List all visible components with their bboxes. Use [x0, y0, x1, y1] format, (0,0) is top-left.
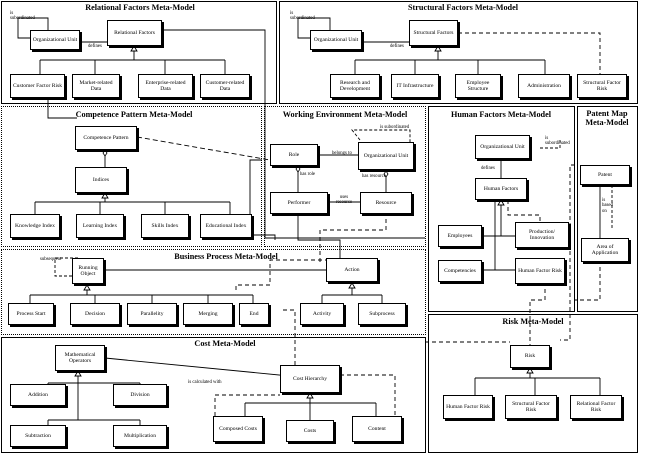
we-subordinated-label: is subordinated — [380, 125, 410, 130]
mathematical-operators-box: Mathematical Operators — [55, 345, 105, 371]
composed-costs-box: Composed Costs — [213, 416, 263, 442]
working-org-unit-box: Organizational Unit — [358, 142, 414, 170]
content-box: Content — [352, 416, 402, 442]
human-panel-title: Human Factors Meta-Model — [450, 110, 552, 119]
area-of-application-box: Area of Application — [581, 238, 629, 262]
risk-structural-factor-box: Structural Factor Risk — [505, 395, 557, 419]
competencies-box: Competencies — [438, 260, 482, 282]
action-box: Action — [326, 258, 378, 282]
competence-pattern-panel — [1, 106, 262, 247]
human-factors-panel — [428, 106, 575, 312]
employees-box: Employees — [438, 225, 482, 247]
structural-factors-box: Structural Factors — [409, 20, 458, 46]
str-subordinated-label: is subordinated — [290, 11, 315, 22]
running-object-box: Running Object — [72, 258, 104, 284]
we-uses-resource-label: uses resource — [335, 195, 353, 206]
risk-panel — [428, 314, 638, 453]
cost-panel-title: Cost Meta-Model — [194, 339, 256, 348]
parallelity-box: Parallelity — [127, 303, 177, 325]
decision-box: Decision — [70, 303, 120, 325]
risk-panel-title: Risk Meta-Model — [502, 317, 564, 326]
enterprise-data-box: Enterprise-related Data — [138, 74, 193, 98]
structural-org-unit-box: Organizational Unit — [310, 30, 362, 50]
learning-index-box: Learning Index — [76, 214, 124, 238]
rel-subordinated-label: is subordinated — [10, 11, 35, 22]
performer-box: Performer — [270, 192, 328, 214]
risk-relational-factor-box: Relational Factor Risk — [570, 395, 622, 419]
patent-box: Patent — [580, 165, 630, 185]
we-has-resource-label: has resource — [362, 174, 386, 179]
division-box: Division — [113, 384, 167, 406]
business-process-panel — [1, 249, 426, 335]
relational-org-unit-box: Organizational Unit — [30, 30, 80, 50]
employee-structure-box: Employee Structure — [455, 74, 501, 98]
hf-defines-label: defines — [481, 166, 495, 171]
str-defines-label: defines — [390, 44, 404, 49]
resource-box: Resource — [360, 192, 412, 214]
human-factor-risk-box: Human Factor Risk — [515, 258, 565, 284]
relational-panel-title: Relational Factors Meta-Model — [85, 3, 195, 12]
relational-factors-panel — [1, 1, 277, 104]
competence-panel-title: Competence Pattern Meta-Model — [75, 110, 193, 119]
customer-factor-risk-box: Customer Factor Risk — [10, 74, 65, 98]
it-infrastructure-box: IT Infrastructure — [391, 74, 439, 98]
cost-panel — [1, 337, 426, 453]
activity-box: Activity — [300, 303, 344, 325]
production-innovation-box: Production/ Innovation — [515, 222, 569, 248]
patent-map-panel — [577, 106, 638, 312]
structural-panel-title: Structural Factors Meta-Model — [407, 3, 519, 12]
skills-index-box: Skills Index — [141, 214, 189, 238]
knowledge-index-box: Knowledge Index — [10, 214, 60, 238]
subprocess-box: Subprocess — [358, 303, 406, 325]
human-factors-box: Human Factors — [475, 178, 527, 200]
working-panel-title: Working Environment Meta-Model — [282, 110, 408, 119]
pm-based-on-label: is based on — [602, 198, 613, 214]
cost-calculated-label: is calculated with — [188, 380, 222, 385]
working-environment-panel — [264, 106, 426, 247]
rel-defines-label: defines — [88, 44, 102, 49]
we-belongs-to-label: belongs to — [332, 151, 352, 156]
role-box: Role — [270, 144, 318, 166]
business-panel-title: Business Process Meta-Model — [174, 252, 278, 261]
structural-factors-panel — [279, 1, 638, 104]
addition-box: Addition — [10, 384, 66, 406]
market-data-box: Market-related Data — [72, 74, 120, 98]
hf-subordinated-label: is subordinated — [545, 136, 570, 147]
subtraction-box: Subtraction — [10, 425, 66, 447]
cost-hierarchy-box: Cost Hierarchy — [280, 365, 340, 393]
patent-panel-title: Patent Map Meta-Model — [585, 109, 629, 127]
risk-box: Risk — [510, 345, 550, 368]
risk-human-factor-box: Human Factor Risk — [443, 395, 493, 419]
multiplication-box: Multiplication — [113, 425, 167, 447]
human-org-unit-box: Organizational Unit — [475, 135, 530, 159]
educational-index-box: Educational Index — [200, 214, 252, 238]
indices-box: Indices — [75, 167, 127, 193]
relational-factors-box: Relational Factors — [107, 20, 162, 46]
costs-box: Costs — [286, 420, 334, 442]
structural-factor-risk-box: Structural Factor Risk — [577, 74, 627, 98]
process-start-box: Process Start — [8, 303, 54, 325]
administration-box: Administration — [518, 74, 570, 98]
bp-subsequent-label: subsequent — [40, 257, 62, 262]
end-box: End — [239, 303, 269, 325]
competence-pattern-box: Competence Pattern — [75, 126, 137, 150]
merging-box: Merging — [183, 303, 233, 325]
research-development-box: Research and Development — [330, 74, 380, 98]
we-has-role-label: has role — [300, 172, 316, 177]
customer-data-box: Customer-related Data — [200, 74, 250, 98]
